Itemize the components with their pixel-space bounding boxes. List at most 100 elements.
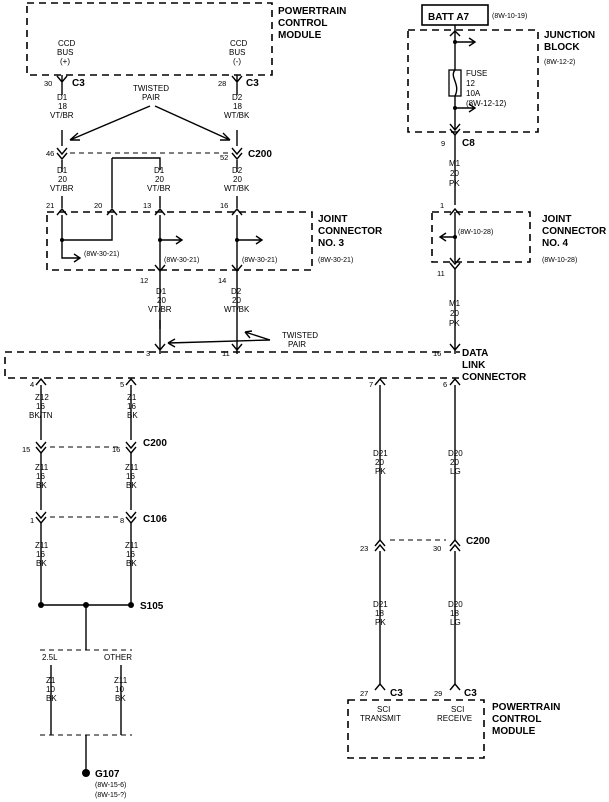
splice-dot-1 (38, 602, 44, 608)
ground-icon (82, 769, 90, 777)
pcm-pin28-stub (231, 75, 243, 95)
c106-label: C106 (143, 514, 167, 525)
pin-30-c200: 30 (433, 544, 441, 553)
twisted-arrow-left (69, 105, 151, 141)
joint-connector-3-box (46, 211, 313, 271)
pin-15: 15 (22, 445, 30, 454)
g107-ref1: (8W-15-6) (95, 782, 126, 789)
d1-branch-wire (111, 157, 161, 208)
pin-28: 28 (218, 79, 226, 88)
twisted-arrow-right (154, 105, 231, 141)
pin-11-jc4: 11 (437, 269, 445, 278)
twisted-arrow-bottom (167, 338, 271, 348)
pin-1-jc4: 1 (440, 201, 444, 210)
c200-top-right-pin (231, 147, 243, 161)
data-link-connector-box (4, 351, 460, 379)
pin-29: 29 (434, 689, 442, 698)
junction-block-box (407, 29, 539, 133)
pin-9: 9 (441, 139, 445, 148)
c200-top-label: C200 (248, 149, 272, 160)
batt-label: BATT A7 (428, 12, 470, 23)
pin-16: 16 (220, 201, 228, 210)
pin-46: 46 (46, 149, 54, 158)
ref-jc3-b: (8W-30-21) (164, 257, 199, 264)
splice-dot-3 (128, 602, 134, 608)
pin-52: 52 (220, 153, 228, 162)
joint-connector-4-box (431, 211, 531, 263)
c3-bottom-right: C3 (464, 688, 477, 699)
pin-23: 23 (360, 544, 368, 553)
c3-left: C3 (72, 78, 85, 89)
pcm-top-box (26, 2, 273, 76)
pin-16-c200: 16 (112, 445, 120, 454)
c3-bottom-left: C3 (390, 688, 403, 699)
g107-label: G107 (95, 769, 120, 780)
pin-6: 6 (443, 380, 447, 389)
pin-7: 7 (369, 380, 373, 389)
g107-ref2: (8W-15-?) (95, 792, 126, 799)
pin-12: 12 (140, 276, 148, 285)
option-25l: 2.5L (42, 653, 58, 662)
option-other: OTHER (104, 653, 132, 662)
pin-1-c106: 1 (30, 516, 34, 525)
joint4-ref: (8W-10-28) (542, 257, 577, 264)
pin-3: 3 (146, 349, 150, 358)
pin-14: 14 (218, 276, 226, 285)
pin-8-c106: 8 (120, 516, 124, 525)
c200-mid-label: C200 (143, 438, 167, 449)
ref-jc4: (8W-10-28) (458, 229, 493, 236)
pin-16-dlc: 16 (433, 349, 441, 358)
pin-27: 27 (360, 689, 368, 698)
ref-jc3-c: (8W-30-21) (242, 257, 277, 264)
pin-21: 21 (46, 201, 54, 210)
s105-label: S105 (140, 601, 164, 612)
pin-30: 30 (44, 79, 52, 88)
c8-label: C8 (462, 138, 475, 149)
junction-ref: (8W-12-2) (544, 59, 575, 66)
pin-11: 11 (222, 349, 230, 358)
joint3-ref: (8W-30-21) (318, 257, 353, 264)
batt-ref: (8W-10-19) (492, 13, 527, 20)
ref-jc3-a: (8W-30-21) (84, 251, 119, 258)
c200-right-label: C200 (466, 536, 490, 547)
pin-5: 5 (120, 380, 124, 389)
pcm-pin30-stub (56, 75, 68, 95)
pin-20: 20 (94, 201, 102, 210)
pin-13: 13 (143, 201, 151, 210)
c200-top-left-pin (56, 147, 68, 161)
